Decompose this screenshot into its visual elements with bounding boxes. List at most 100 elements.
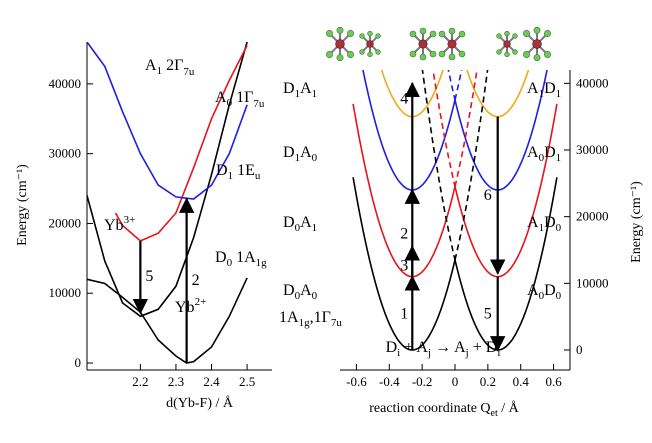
- fluorine-atom: [409, 50, 417, 58]
- fluorine-atom: [367, 30, 373, 37]
- fluorine-atom: [409, 30, 417, 38]
- right-x-tick-label: 0.6: [545, 374, 562, 389]
- left-y-tick-label: 0: [75, 355, 82, 370]
- left-y-tick-label: 40000: [49, 76, 82, 91]
- left-x-tick-label: 2.5: [239, 374, 255, 389]
- right-arrow-label: 2: [400, 225, 408, 242]
- left-x-tick-label: 2.4: [203, 374, 220, 389]
- right-y-tick-label: 20000: [576, 209, 609, 224]
- right-series-a0d0: [454, 177, 558, 351]
- fluorine-atom: [336, 26, 344, 34]
- state-label-A0D1: A0D1: [527, 144, 561, 164]
- right-series-a1d0: [454, 103, 558, 278]
- ytterbium-atom: [447, 39, 457, 49]
- right-arrow-label: 3: [400, 258, 408, 275]
- annotation-yb3plus: Yb3+: [104, 214, 135, 234]
- molecule-illustrations: [326, 26, 551, 62]
- fluorine-atom: [326, 51, 333, 58]
- left-series-d1-1eu: [87, 42, 248, 200]
- fluorine-atom: [523, 30, 530, 37]
- left-x-tick-label: 2.2: [132, 374, 148, 389]
- ytterbium-atom: [503, 40, 511, 48]
- right-x-tick-label: 0.4: [513, 374, 530, 389]
- molecule-icon: [409, 27, 437, 61]
- fluorine-atom: [419, 53, 427, 61]
- fluorine-atom: [504, 30, 510, 37]
- right-arrow-label: 6: [484, 187, 492, 204]
- molecule-icon: [523, 26, 551, 62]
- left-series-d0-1a1g: [87, 277, 248, 364]
- state-label-D1A0: D1A0: [283, 144, 318, 164]
- right-series-a0d1-cont-: [447, 70, 456, 101]
- right-y-axis-label: Energy (cm⁻¹): [629, 181, 644, 263]
- right-y-tick-label: 0: [576, 342, 583, 357]
- fluorine-atom: [429, 50, 437, 58]
- left-arrow-label: 5: [145, 268, 153, 285]
- right-series-d1a0-cont-: [454, 70, 463, 101]
- fluorine-atom: [544, 30, 551, 37]
- annotation-yb2plus: Yb2+: [175, 296, 206, 316]
- right-arrow-label: 5: [484, 305, 492, 322]
- fluorine-atom: [496, 33, 502, 39]
- fluorine-atom: [375, 33, 381, 39]
- fluorine-atom: [504, 51, 510, 58]
- molecule-icon: [359, 30, 381, 58]
- left-series-a1-2-7u: [114, 45, 248, 242]
- left-y-axis-label: Energy (cm⁻¹): [15, 164, 30, 246]
- right-arrow-label: 1: [400, 305, 408, 322]
- fluorine-atom: [496, 49, 502, 55]
- ytterbium-atom: [532, 39, 542, 49]
- right-x-tick-label: -0.2: [412, 374, 433, 389]
- fluorine-atom: [326, 30, 333, 37]
- left-y-tick-label: 10000: [49, 285, 82, 300]
- fluorine-atom: [336, 54, 344, 62]
- fluorine-atom: [448, 27, 456, 35]
- fluorine-atom: [375, 49, 381, 55]
- right-series-a1d1-cont-: [422, 0, 455, 27]
- fluorine-atom: [544, 51, 551, 58]
- right-y-tick-label: 40000: [576, 75, 609, 90]
- molecule-icon: [326, 26, 354, 62]
- fluorine-atom: [347, 30, 354, 37]
- fluorine-atom: [419, 27, 427, 35]
- fluorine-atom: [438, 50, 446, 58]
- fluorine-atom: [523, 51, 530, 58]
- right-x-tick-label: 0: [452, 374, 459, 389]
- right-arrows: 1 3 2 4 6 5: [400, 81, 506, 352]
- reaction-equation: Di + Aj → Aj + Di: [386, 339, 501, 359]
- fluorine-atom: [429, 30, 437, 38]
- left-x-axis-label: d(Yb-F) / Å: [166, 395, 234, 411]
- fluorine-atom: [512, 33, 518, 39]
- right-series-a1d0-cont-: [432, 70, 456, 187]
- right-arrow-label: 4: [400, 90, 408, 107]
- fluorine-atom: [438, 30, 446, 38]
- right-series-d0a1-cont-: [454, 70, 478, 187]
- state-label-D1A1: D1A1: [283, 80, 317, 100]
- right-series-a0d1: [454, 70, 548, 191]
- molecule-icon: [496, 30, 518, 58]
- right-series-d0a0: [352, 177, 456, 351]
- right-series-d1a1: [380, 70, 444, 118]
- right-y-tick-label: 30000: [576, 142, 609, 157]
- right-series-d0a0-cont-: [454, 70, 489, 261]
- state-label-ground: 1A1g,1Γ7u: [279, 309, 342, 329]
- fluorine-atom: [533, 54, 541, 62]
- right-series-d0a1: [352, 103, 456, 278]
- state-label-D0A1: D0A1: [283, 214, 317, 234]
- state-label-D0A0: D0A0: [283, 282, 318, 302]
- left-series: [87, 42, 248, 364]
- right-series-a1d1: [466, 70, 530, 118]
- right-x-axis-label: reaction coordinate Qet / Å: [369, 400, 519, 419]
- fluorine-atom: [359, 49, 365, 55]
- ytterbium-atom: [418, 39, 428, 49]
- fluorine-atom: [448, 53, 456, 61]
- state-label-A1D1: A1D1: [527, 80, 561, 100]
